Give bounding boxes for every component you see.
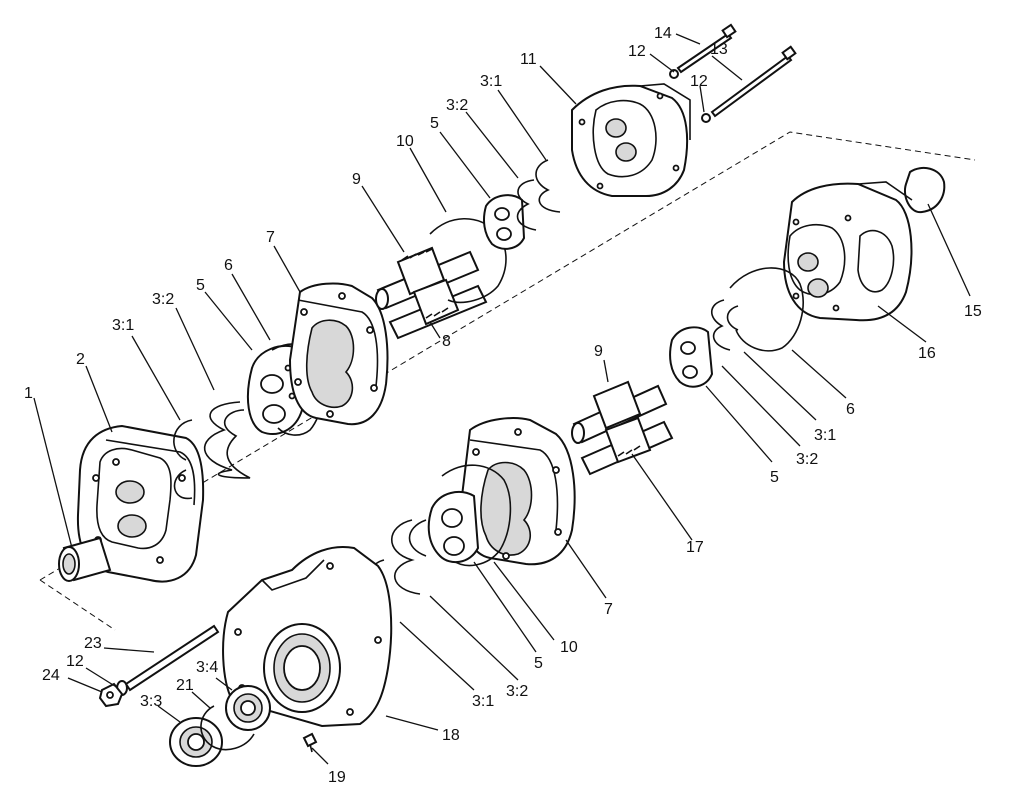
washer-part <box>701 113 711 123</box>
callout-label: 5 <box>430 115 439 132</box>
callout-label: 10 <box>396 133 414 150</box>
bearing-plate-part <box>669 326 714 388</box>
callout-label: 1 <box>24 385 33 402</box>
port-body-part <box>782 181 913 322</box>
callout-label: 3:1 <box>472 693 494 710</box>
seal-set <box>710 299 739 351</box>
callout-label: 3:1 <box>480 73 502 90</box>
upper-bearing-plate <box>483 194 526 250</box>
callout-label: 18 <box>442 727 460 744</box>
gear-housing-part <box>288 282 389 426</box>
callout-label: 10 <box>560 639 578 656</box>
callout-label: 9 <box>594 343 603 360</box>
callout-label: 24 <box>42 667 60 684</box>
assembly-frame <box>39 131 976 631</box>
screw-part <box>302 732 318 753</box>
callout-label: 6 <box>224 257 233 274</box>
callout-label: 3:2 <box>506 683 528 700</box>
callout-label: 12 <box>66 653 84 670</box>
stud-bolt-part <box>124 624 220 692</box>
callout-label: 3:3 <box>140 693 162 710</box>
shaft-seal-part <box>225 685 271 731</box>
lower-gear-pair <box>571 380 674 476</box>
seal-set <box>390 519 427 595</box>
callout-label: 8 <box>442 333 451 350</box>
callout-label: 12 <box>628 43 646 60</box>
callout-label: 11 <box>520 51 537 68</box>
callout-label: 9 <box>352 171 361 188</box>
callout-label: 16 <box>918 345 936 362</box>
washer-part <box>669 69 679 79</box>
callout-label: 3:2 <box>796 451 818 468</box>
upper-gasket-part <box>429 217 507 304</box>
mounting-flange-part <box>222 546 393 728</box>
front-cover-part <box>58 424 205 583</box>
callout-label: 15 <box>964 303 982 320</box>
gear-housing-part <box>460 417 576 566</box>
callout-label: 3:1 <box>112 317 134 334</box>
callout-label: 14 <box>654 25 672 42</box>
callout-label: 7 <box>604 601 613 618</box>
gasket-part <box>441 464 512 567</box>
callout-label: 2 <box>76 351 85 368</box>
upper-seal-set <box>516 159 561 231</box>
callout-label: 21 <box>176 677 194 694</box>
callout-label: 17 <box>686 539 704 556</box>
o-ring-part <box>904 166 946 214</box>
nut-part <box>98 682 124 708</box>
gasket-part <box>729 267 804 352</box>
bearing-plate-part <box>246 345 304 435</box>
callout-label: 23 <box>84 635 102 652</box>
callout-label: 5 <box>534 655 543 672</box>
rear-cover-part <box>571 83 691 197</box>
callout-label: 7 <box>266 229 275 246</box>
bearing-plate-part <box>427 491 480 564</box>
callout-label: 6 <box>846 401 855 418</box>
leader-lines <box>33 33 971 765</box>
callout-label: 3:2 <box>152 291 174 308</box>
shaft-seal-part <box>169 717 223 767</box>
callout-label: 3:4 <box>196 659 218 676</box>
long-bolt-part <box>676 23 737 74</box>
callout-label: 19 <box>328 769 346 786</box>
upper-gear-pair <box>375 246 488 340</box>
callout-label: 13 <box>710 41 728 58</box>
front-seal-set <box>173 401 251 500</box>
long-bolt-part <box>710 45 797 118</box>
callout-label: 3:1 <box>814 427 836 444</box>
callout-label: 12 <box>690 73 708 90</box>
callout-label: 5 <box>770 469 779 486</box>
callout-label: 3:2 <box>446 97 468 114</box>
snap-ring-part <box>200 705 255 751</box>
callout-label: 5 <box>196 277 205 294</box>
callout-labels: 1 2 3:1 3:2 5 6 7 8 9 10 5 3:2 3:1 11 12… <box>24 25 982 786</box>
